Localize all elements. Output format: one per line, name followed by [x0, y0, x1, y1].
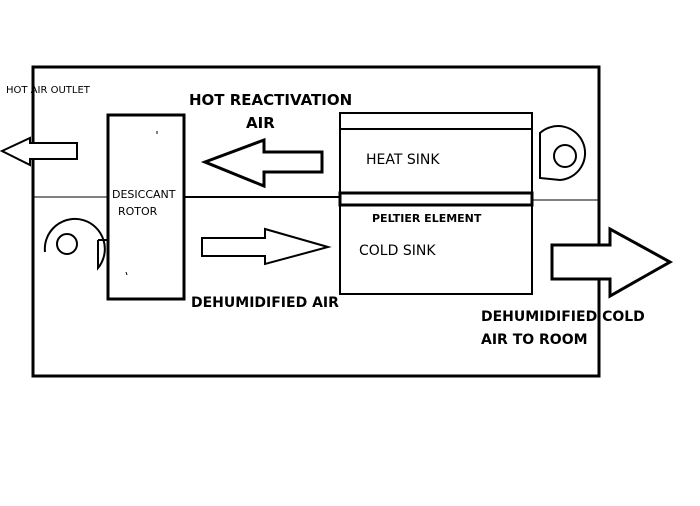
- desiccant-rotor-label-2: ROTOR: [118, 205, 158, 218]
- hot-reactivation-label-2: AIR: [246, 114, 275, 132]
- heat-sink-label: HEAT SINK: [366, 152, 440, 168]
- cold-sink-label: COLD SINK: [359, 243, 436, 259]
- dehumidified-cold-label-2: AIR TO ROOM: [481, 332, 588, 348]
- hot-reactivation-label-1: HOT REACTIVATION: [189, 91, 352, 109]
- arrow-right-dehumidified: [201, 227, 332, 266]
- hot-air-outlet-label: HOT AIR OUTLET: [6, 85, 91, 96]
- arrow-left-hot-outlet: [0, 136, 78, 167]
- peltier-element-label: PELTIER ELEMENT: [372, 212, 482, 225]
- dehumidified-cold-label-1: DEHUMIDIFIED COLD: [481, 309, 645, 325]
- cold-sink: [339, 204, 533, 295]
- desiccant-rotor: [106, 113, 186, 301]
- heat-sink-top-plate: [339, 112, 533, 130]
- peltier-element: [338, 191, 534, 207]
- rotor-tick-bottom: [125, 271, 128, 276]
- fan-icon-left: [43, 217, 108, 271]
- dehumidified-air-label: DEHUMIDIFIED AIR: [191, 295, 339, 311]
- heat-sink: [339, 128, 533, 194]
- fan-icon-right: [539, 125, 586, 182]
- arrow-left-reactivation: [200, 137, 324, 189]
- arrow-right-to-room: [550, 226, 674, 299]
- outer-housing: [31, 65, 601, 378]
- desiccant-rotor-label-1: DESICCANT: [112, 188, 176, 201]
